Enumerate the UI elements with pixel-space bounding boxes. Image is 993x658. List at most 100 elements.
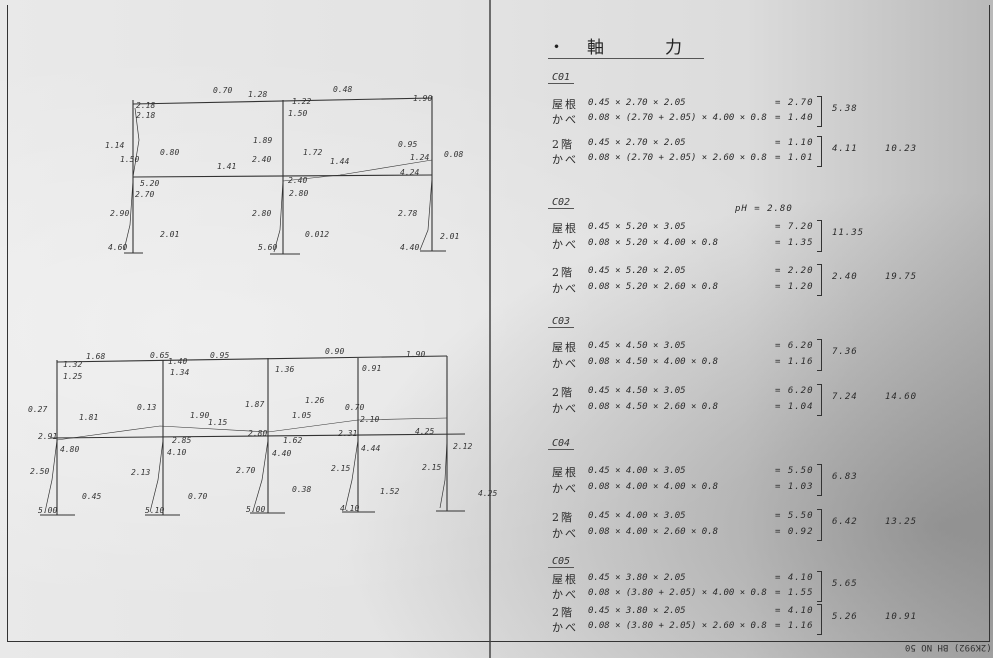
moment-value-label: 0.95 <box>398 140 417 149</box>
formula: 0.45 × 4.50 × 3.05 <box>588 341 686 351</box>
bracket <box>817 220 822 252</box>
section-total: 19.75 <box>885 272 918 282</box>
moment-value-label: 0.012 <box>305 230 329 239</box>
page-border <box>7 5 990 642</box>
bracket <box>817 96 822 127</box>
moment-value-label: 4.10 <box>340 504 359 513</box>
row-value: = 1.04 <box>775 402 814 412</box>
bracket <box>817 604 822 635</box>
moment-value-label: 1.50 <box>288 109 307 118</box>
subtotal: 6.42 <box>832 517 858 527</box>
subtotal: 5.65 <box>832 579 858 589</box>
moment-value-label: 0.27 <box>28 405 47 414</box>
moment-value-label: 1.72 <box>303 148 322 157</box>
section-note: pH = 2.80 <box>735 204 793 214</box>
moment-value-label: 2.18 <box>136 101 155 110</box>
section-label: C02 <box>548 197 575 209</box>
row-value: = 1.55 <box>775 588 814 598</box>
row-value: = 1.03 <box>775 482 814 492</box>
moment-value-label: 1.52 <box>380 487 399 496</box>
section-total: 10.23 <box>885 144 918 154</box>
moment-value-label: 2.40 <box>288 176 307 185</box>
member-name: 屋根 <box>552 222 578 235</box>
member-name: 屋根 <box>552 98 578 111</box>
roof-beam <box>56 355 448 363</box>
moment-value-label: 2.10 <box>360 415 379 424</box>
formula: 0.08 × 5.20 × 2.60 × 0.8 <box>588 282 719 292</box>
moment-value-label: 1.90 <box>413 94 432 103</box>
moment-value-label: 2.85 <box>172 436 191 445</box>
moment-value-label: 4.80 <box>60 445 79 454</box>
section-label: C04 <box>548 438 575 450</box>
moment-value-label: 2.15 <box>331 464 350 473</box>
member-name: 屋根 <box>552 573 578 586</box>
moment-value-label: 1.32 <box>63 360 82 369</box>
formula: 0.45 × 4.50 × 3.05 <box>588 386 686 396</box>
moment-value-label: 4.44 <box>361 444 380 453</box>
row-value: = 7.20 <box>775 222 814 232</box>
moment-value-label: 4.25 <box>478 489 497 498</box>
row-value: = 4.10 <box>775 606 814 616</box>
section-label: C05 <box>548 556 575 568</box>
formula: 0.08 × 5.20 × 4.00 × 0.8 <box>588 238 719 248</box>
subtotal: 2.40 <box>832 272 858 282</box>
member-name: 2階 <box>552 138 574 151</box>
moment-value-label: 5.00 <box>246 505 265 514</box>
row-value: = 1.35 <box>775 238 814 248</box>
moment-value-label: 0.65 <box>150 351 169 360</box>
moment-value-label: 1.22 <box>292 97 311 106</box>
moment-value-label: 2.12 <box>453 442 472 451</box>
moment-value-label: 1.90 <box>190 411 209 420</box>
floor-beam <box>49 433 466 439</box>
bracket <box>817 571 822 602</box>
member-name: かべ <box>552 402 578 415</box>
member-name: 屋根 <box>552 466 578 479</box>
formula: 0.45 × 4.00 × 3.05 <box>588 466 686 476</box>
row-value: = 5.50 <box>775 511 814 521</box>
moment-value-label: 2.78 <box>398 209 417 218</box>
moment-value-label: 0.38 <box>292 485 311 494</box>
bracket <box>817 509 822 541</box>
page-title: ・軸 力 <box>548 33 704 59</box>
moment-value-label: 4.40 <box>272 449 291 458</box>
moment-value-label: 2.80 <box>248 429 267 438</box>
moment-value-label: 1.87 <box>245 400 264 409</box>
moment-value-label: 2.80 <box>252 209 271 218</box>
moment-value-label: 4.25 <box>415 427 434 436</box>
bracket <box>817 136 822 167</box>
subtotal: 6.83 <box>832 472 858 482</box>
formula: 0.45 × 2.70 × 2.05 <box>588 138 686 148</box>
moment-value-label: 0.45 <box>82 492 101 501</box>
form-number: (2K992) BH NO 50 <box>905 642 992 652</box>
member-name: 2階 <box>552 606 574 619</box>
section-total: 10.91 <box>885 612 918 622</box>
subtotal: 7.36 <box>832 347 858 357</box>
moment-value-label: 2.90 <box>110 209 129 218</box>
row-value: = 1.40 <box>775 113 814 123</box>
moment-value-label: 1.25 <box>63 372 82 381</box>
bracket <box>817 464 822 496</box>
moment-value-label: 2.18 <box>136 111 155 120</box>
moment-value-label: 1.40 <box>168 357 187 366</box>
formula: 0.08 × (2.70 + 2.05) × 4.00 × 0.8 <box>588 113 767 123</box>
moment-value-label: 0.90 <box>325 347 344 356</box>
moment-value-label: 0.70 <box>213 86 232 95</box>
moment-value-label: 2.50 <box>30 467 49 476</box>
member-name: かべ <box>552 621 578 634</box>
moment-value-label: 1.89 <box>253 136 272 145</box>
formula: 0.45 × 3.80 × 2.05 <box>588 573 686 583</box>
frame-diagram-bottom <box>40 355 466 516</box>
subtotal: 5.26 <box>832 612 858 622</box>
section-label: C03 <box>548 316 575 328</box>
formula: 0.08 × 4.50 × 2.60 × 0.8 <box>588 402 719 412</box>
frame-diagram-top <box>123 96 446 255</box>
moment-value-label: 1.24 <box>410 153 429 162</box>
moment-value-label: 5.60 <box>258 243 277 252</box>
member-name: 屋根 <box>552 341 578 354</box>
section-label: C01 <box>548 72 575 84</box>
moment-value-label: 1.34 <box>170 368 189 377</box>
row-value: = 1.16 <box>775 621 814 631</box>
